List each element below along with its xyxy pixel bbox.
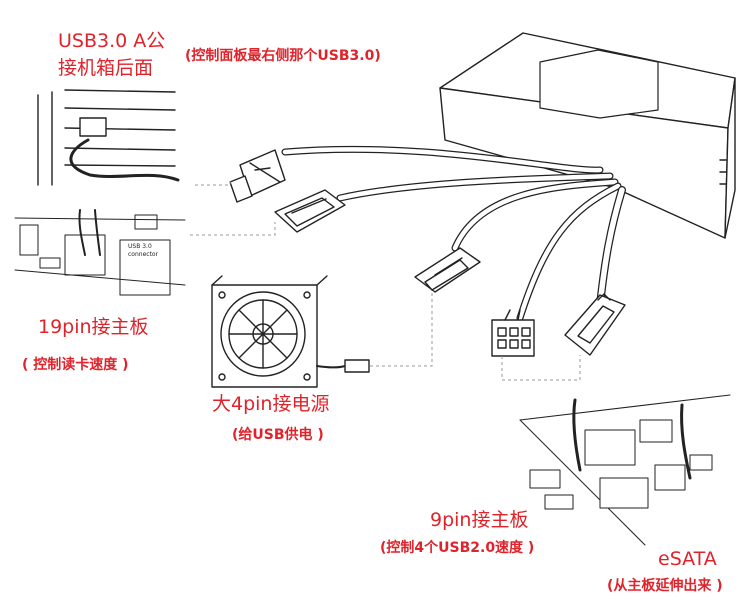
esata-note: (从主板延伸出来 ) xyxy=(607,578,723,594)
usb30-a-label-line2: 接机箱后面 xyxy=(58,57,154,79)
usb30-a-label-line1: USB3.0 A公 xyxy=(58,30,166,52)
motherboard-9pin-esata xyxy=(519,394,731,546)
leader-lines xyxy=(190,180,581,381)
usb-connector-text-2: connector xyxy=(128,251,159,258)
usb-connector-text-1: USB 3.0 xyxy=(128,243,152,250)
usb-a-plug xyxy=(229,149,286,203)
power-supply xyxy=(211,275,370,388)
pc-case-rear xyxy=(37,89,180,186)
usb30-a-note: (控制面板最右侧那个USB3.0) xyxy=(185,48,381,64)
esata-label: eSATA xyxy=(658,548,717,570)
usb3-19pin-plug xyxy=(274,189,346,233)
motherboard-19pin xyxy=(14,209,186,296)
pin9-note: (控制4个USB2.0速度 ) xyxy=(380,540,535,556)
pin19-label: 19pin接主板 xyxy=(38,316,149,338)
pin4-label: 大4pin接电源 xyxy=(212,393,330,415)
esata-plug xyxy=(564,293,626,356)
pin9-label: 9pin接主板 xyxy=(430,509,529,531)
card-reader-box xyxy=(439,32,736,239)
usb2-9pin-plug xyxy=(491,309,535,357)
pin19-note: ( 控制读卡速度 ) xyxy=(22,357,129,373)
pin4-note: (给USB供电 ) xyxy=(232,427,324,443)
molex-4pin-plug xyxy=(414,247,481,293)
